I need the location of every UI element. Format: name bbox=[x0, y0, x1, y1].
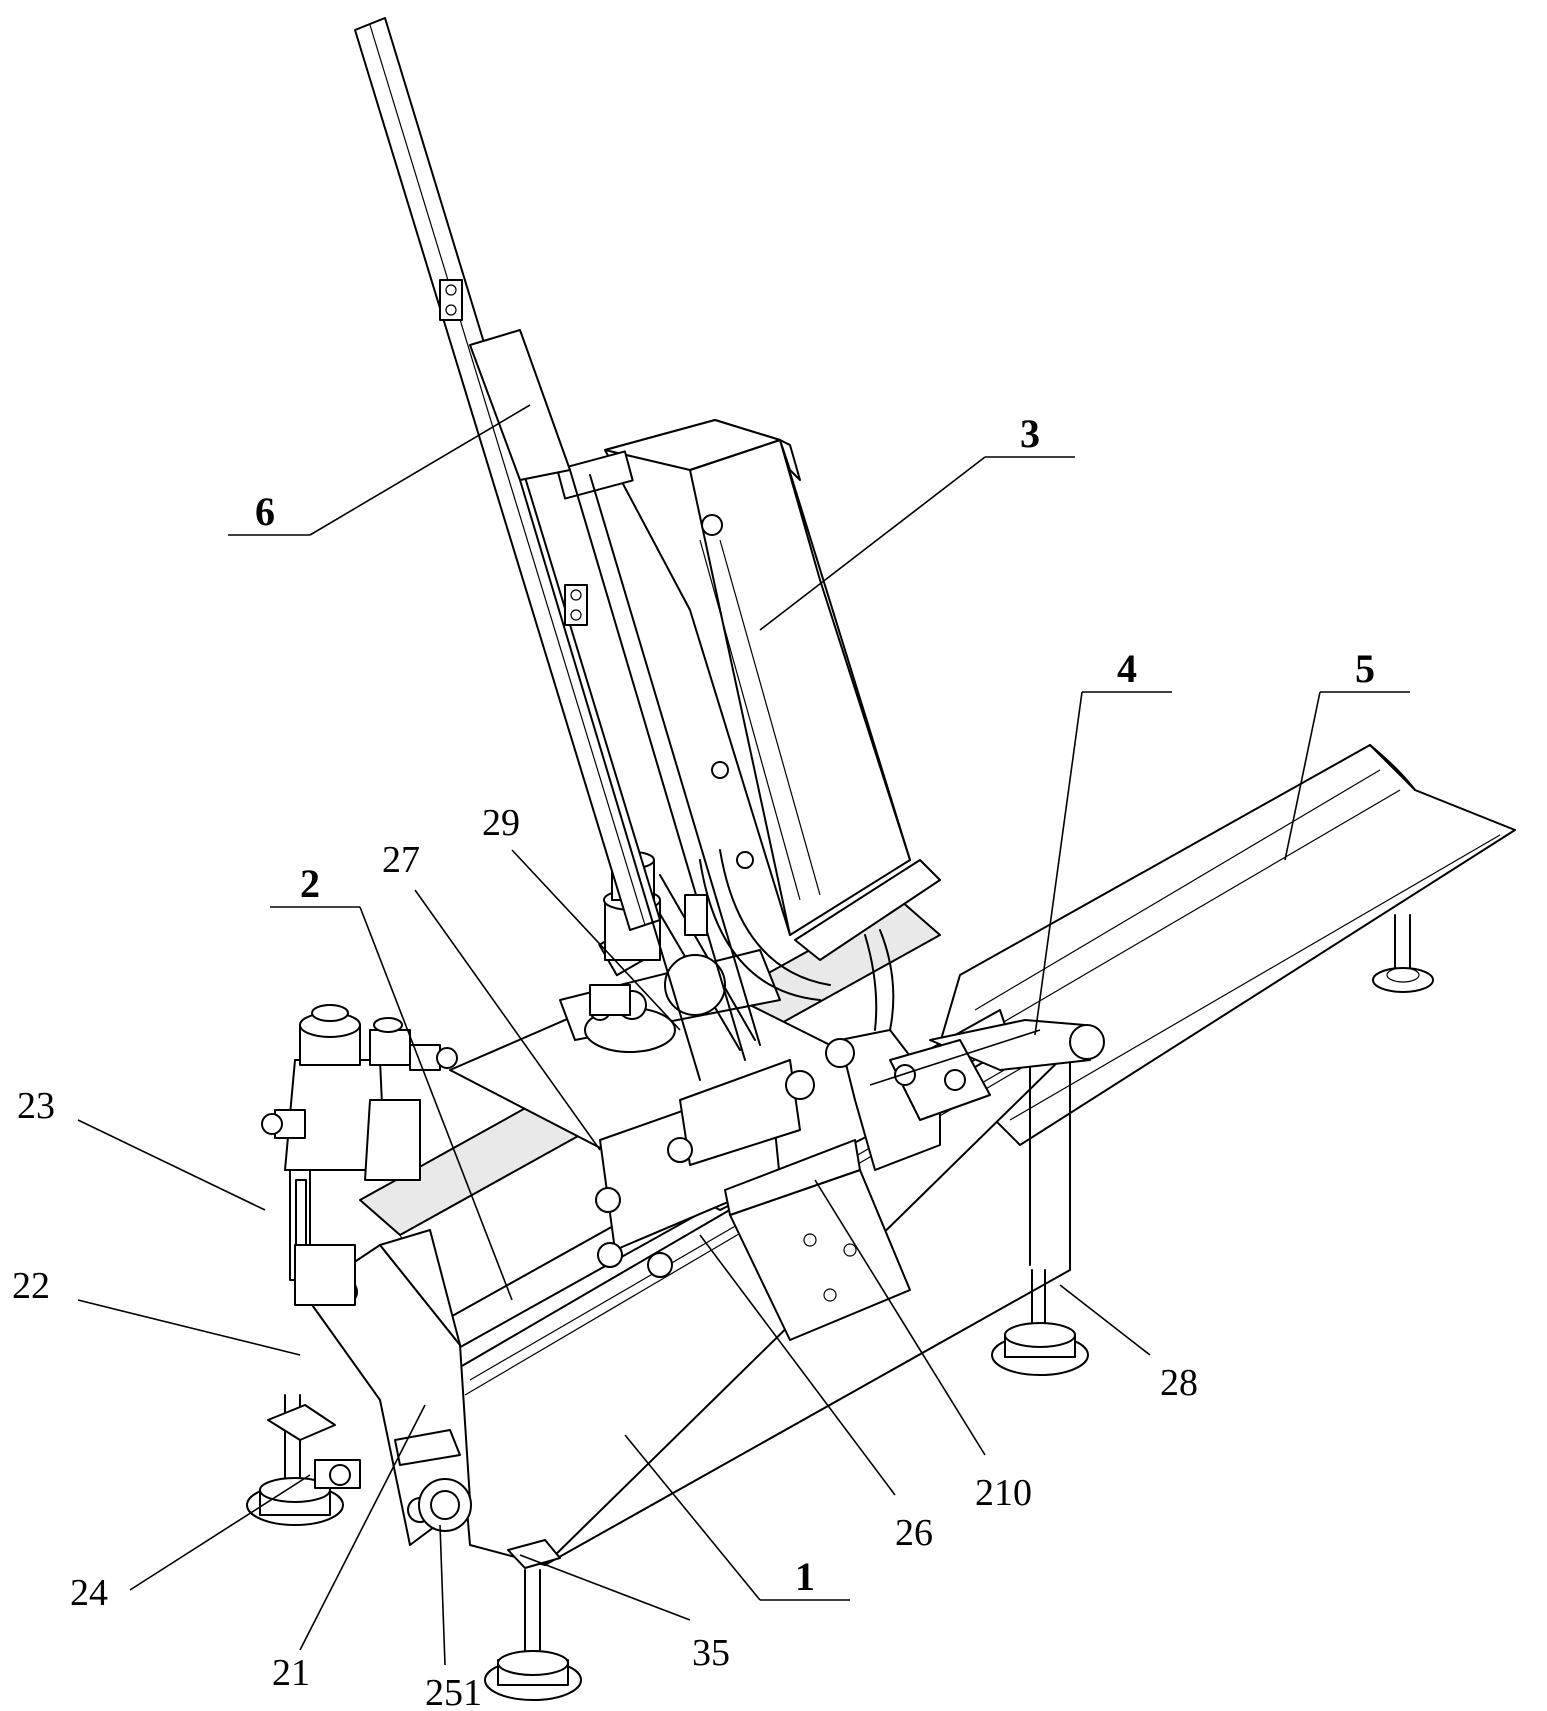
label-28: 28 bbox=[1160, 1362, 1198, 1404]
air-unit-23 bbox=[261, 1004, 458, 1306]
label-23: 23 bbox=[17, 1085, 55, 1127]
callout-35: 35 bbox=[519, 1554, 730, 1674]
callout-3: 3 bbox=[759, 411, 1075, 631]
label-27: 27 bbox=[382, 839, 420, 881]
callout-6: 6 bbox=[228, 404, 531, 536]
label-6: 6 bbox=[255, 489, 275, 534]
label-3: 3 bbox=[1020, 411, 1040, 456]
callout-27: 27 bbox=[382, 839, 601, 1151]
label-5: 5 bbox=[1355, 646, 1375, 691]
label-22: 22 bbox=[12, 1265, 50, 1307]
label-1: 1 bbox=[795, 1554, 815, 1599]
callout-22: 22 bbox=[12, 1265, 301, 1356]
callout-2: 2 bbox=[270, 861, 513, 1301]
roller-251 bbox=[394, 1429, 472, 1532]
callout-23: 23 bbox=[17, 1085, 266, 1211]
label-4: 4 bbox=[1117, 646, 1137, 691]
callout-4: 4 bbox=[1034, 646, 1172, 1036]
label-35: 35 bbox=[692, 1632, 730, 1674]
handle-4 bbox=[785, 1019, 1105, 1171]
foot-front-left bbox=[246, 1394, 344, 1526]
callout-1: 1 bbox=[624, 1434, 850, 1601]
label-24: 24 bbox=[70, 1572, 108, 1614]
label-29: 29 bbox=[482, 802, 520, 844]
callout-26: 26 bbox=[699, 1234, 933, 1554]
callout-251: 251 bbox=[425, 1524, 482, 1711]
callout-21: 21 bbox=[272, 1404, 426, 1694]
foot-back-right bbox=[991, 1269, 1089, 1376]
callout-24: 24 bbox=[70, 1474, 311, 1614]
clamp-24 bbox=[314, 1459, 361, 1489]
label-26: 26 bbox=[895, 1512, 933, 1554]
label-21: 21 bbox=[272, 1652, 310, 1694]
callout-28: 28 bbox=[869, 1029, 1198, 1404]
label-251: 251 bbox=[425, 1672, 482, 1711]
foot-front-mid bbox=[484, 1539, 582, 1701]
label-210: 210 bbox=[975, 1472, 1032, 1514]
callout-210: 210 bbox=[814, 1179, 1032, 1514]
guide-rail-6 bbox=[354, 17, 761, 1081]
cylinder-3 bbox=[556, 419, 941, 1031]
callout-29: 29 bbox=[482, 802, 681, 1031]
callout-5: 5 bbox=[1284, 646, 1410, 861]
label-2: 2 bbox=[300, 861, 320, 906]
